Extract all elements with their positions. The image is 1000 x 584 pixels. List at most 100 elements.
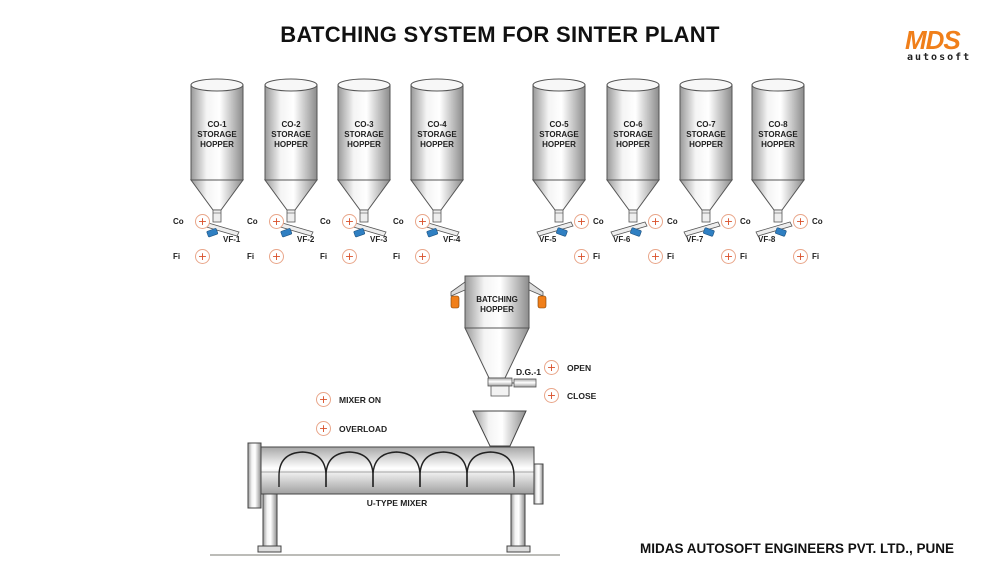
hopper-label: CO-3 <box>354 120 374 129</box>
feeder-motor-icon <box>775 227 787 237</box>
gate-close-indicator-label: CLOSE <box>567 391 597 401</box>
hopper-label: CO-6 <box>623 120 643 129</box>
company-footer: MIDAS AUTOSOFT ENGINEERS PVT. LTD., PUNE <box>640 541 955 556</box>
status-indicator-co[interactable]: + <box>415 214 430 229</box>
status-indicator-fi[interactable]: + <box>648 249 663 264</box>
screw-flight <box>466 451 515 487</box>
mixer-feed-funnel <box>472 410 527 447</box>
indicator-label-fi: Fi <box>667 252 675 261</box>
feeder-motor-icon <box>630 227 642 237</box>
hopper-label: STORAGE <box>539 130 579 139</box>
status-indicator-fi[interactable]: + <box>415 249 430 264</box>
hopper-label: STORAGE <box>344 130 384 139</box>
status-indicator-fi[interactable]: + <box>269 249 284 264</box>
gate-actuator <box>513 378 537 388</box>
mixer-on-indicator-label: MIXER ON <box>339 395 382 405</box>
screw-flight <box>419 451 468 487</box>
feeder-tag: VF-1 <box>223 235 241 244</box>
feeder-motor-icon <box>206 228 219 238</box>
status-indicator-co[interactable]: + <box>342 214 357 229</box>
status-indicator-fi[interactable]: + <box>574 249 589 264</box>
status-indicator-co[interactable]: + <box>269 214 284 229</box>
status-indicator-co[interactable]: + <box>574 214 589 229</box>
load-cell-icon <box>450 295 460 309</box>
hopper-label: HOPPER <box>542 140 576 149</box>
vibro-feeder <box>683 221 721 237</box>
status-indicator-co[interactable]: + <box>721 214 736 229</box>
screw-flight <box>278 451 327 487</box>
indicator-label-co: Co <box>667 217 678 226</box>
feeder-motor-icon <box>703 227 715 237</box>
status-indicator-fi[interactable]: + <box>793 249 808 264</box>
hopper-label: STORAGE <box>417 130 457 139</box>
screw-flight <box>372 451 421 487</box>
mixer-overload-indicator[interactable]: + <box>316 421 331 436</box>
hopper-label: HOPPER <box>616 140 650 149</box>
status-indicator-co[interactable]: + <box>195 214 210 229</box>
logo-subtitle: autosoft <box>907 52 972 63</box>
feeder-tag: VF-8 <box>758 235 776 244</box>
status-indicator-fi[interactable]: + <box>342 249 357 264</box>
batching-hopper-label: BATCHING <box>476 295 518 304</box>
indicator-label-co: Co <box>593 217 604 226</box>
hopper-label: STORAGE <box>758 130 798 139</box>
feeder-tag: VF-7 <box>686 235 704 244</box>
load-cell-icon <box>537 295 547 309</box>
hopper-label: HOPPER <box>420 140 454 149</box>
gate-close-indicator[interactable]: + <box>544 388 559 403</box>
indicator-label-fi: Fi <box>247 252 255 261</box>
feeder-tag: VF-5 <box>539 235 557 244</box>
hopper-label: STORAGE <box>271 130 311 139</box>
feeder-tag: VF-4 <box>443 235 461 244</box>
hopper-label: STORAGE <box>613 130 653 139</box>
vibro-feeder <box>610 221 648 237</box>
gate-open-indicator-label: OPEN <box>567 363 592 373</box>
hopper-label: CO-5 <box>549 120 569 129</box>
status-indicator-co[interactable]: + <box>793 214 808 229</box>
indicator-label-co: Co <box>393 217 404 226</box>
indicator-label-fi: Fi <box>740 252 748 261</box>
hopper-label: CO-8 <box>768 120 788 129</box>
status-indicator-co[interactable]: + <box>648 214 663 229</box>
diagram-title: BATCHING SYSTEM FOR SINTER PLANT <box>280 22 720 47</box>
hopper-label: HOPPER <box>761 140 795 149</box>
status-indicator-fi[interactable]: + <box>195 249 210 264</box>
hopper-label: HOPPER <box>689 140 723 149</box>
feeder-tag: VF-2 <box>297 235 315 244</box>
feeder-motor-icon <box>280 228 293 238</box>
indicator-label-fi: Fi <box>393 252 401 261</box>
mixer-label: U-TYPE MIXER <box>367 498 427 508</box>
status-indicator-fi[interactable]: + <box>721 249 736 264</box>
feeder-motor-icon <box>426 228 439 238</box>
indicator-label-fi: Fi <box>173 252 181 261</box>
indicator-label-fi: Fi <box>320 252 328 261</box>
vibro-feeder <box>536 221 574 237</box>
logo-mark: MDS <box>905 25 961 55</box>
indicator-label-co: Co <box>247 217 258 226</box>
indicator-label-fi: Fi <box>812 252 820 261</box>
indicator-label-fi: Fi <box>593 252 601 261</box>
hopper-label: HOPPER <box>347 140 381 149</box>
hopper-label: CO-7 <box>696 120 716 129</box>
mixer-overload-indicator-label: OVERLOAD <box>339 424 388 434</box>
hopper-label: STORAGE <box>686 130 726 139</box>
discharge-gate-tag: D.G.-1 <box>516 367 542 377</box>
indicator-label-co: Co <box>173 217 184 226</box>
indicator-label-co: Co <box>812 217 823 226</box>
hopper-label: CO-1 <box>207 120 227 129</box>
feeder-motor-icon <box>556 227 568 237</box>
hopper-label: STORAGE <box>197 130 237 139</box>
hopper-label: HOPPER <box>274 140 308 149</box>
gate-open-indicator[interactable]: + <box>544 360 559 375</box>
feeder-tag: VF-6 <box>613 235 631 244</box>
mixer-on-indicator[interactable]: + <box>316 392 331 407</box>
